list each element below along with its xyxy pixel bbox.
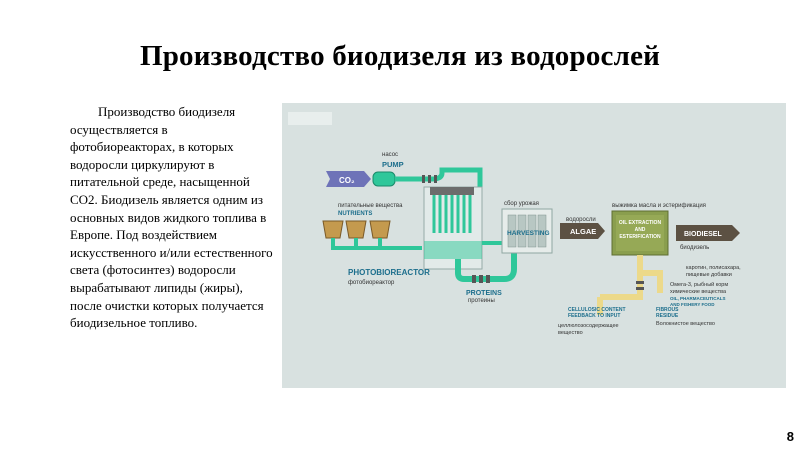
biodiesel-group: BIODIESEL биодизель: [676, 225, 740, 251]
nutrient-tank: [345, 220, 367, 239]
coupling: [636, 281, 644, 284]
cellulosic-label-en: CELLULOSIC CONTENT: [568, 307, 626, 313]
algae-label-ru: водоросли: [566, 217, 596, 223]
fibrous-label-ru: Волокнистое вещество: [656, 321, 715, 327]
omega-label-ru: Омега-3, рыбный корм: [670, 281, 728, 288]
fibrous-label-en: FIBROUS: [656, 307, 679, 313]
pump-pipe: [395, 167, 483, 187]
residue-pipe: [600, 255, 643, 300]
proteins-label-ru: протеины: [468, 298, 495, 304]
harvesting-columns: [507, 214, 547, 248]
pump-label-ru: насос: [382, 152, 398, 158]
coupling: [472, 275, 476, 283]
co2-arrow: [326, 171, 371, 187]
coproducts-group: каротин, полисахара, пищевые добавки Оме…: [670, 265, 741, 307]
oil-extraction-label-en: ESTERIFICATION: [619, 234, 661, 240]
nutrient-tank: [322, 220, 344, 239]
pump-label-en: PUMP: [382, 160, 404, 169]
harvesting-group: сбор урожая HARVESTING: [482, 201, 553, 254]
proteins-label-en: PROTEINS: [466, 290, 502, 297]
residue-group: CELLULOSIC CONTENT FEEDBACK TO INPUT цел…: [558, 255, 715, 336]
photobioreactor-label-ru: фотобиореактор: [348, 280, 395, 286]
biodiesel-label-ru: биодизель: [680, 245, 709, 251]
diagram-logo-placeholder: [288, 112, 332, 125]
reactor-top: [430, 187, 474, 195]
harvesting-label-ru: сбор урожая: [504, 201, 539, 207]
fibrous-label-en: RESIDUE: [656, 313, 679, 319]
proteins-pipe: [455, 253, 517, 282]
photobioreactor: PHOTOBIOREACTOR фотобиореактор: [348, 186, 483, 286]
co2-label: CO₂: [339, 176, 355, 185]
omega-label-ru: химические вещества: [670, 289, 727, 295]
pump-body: [372, 171, 396, 187]
nutrient-tank: [369, 220, 391, 239]
cellulosic-label-ru: целлюлозосодержащее: [558, 323, 619, 329]
pipe-couplings: [422, 175, 437, 183]
algae-group: водоросли ALGAE: [560, 217, 605, 239]
page-number: 8: [786, 429, 794, 444]
reactor-tubes: [432, 195, 472, 233]
biodiesel-arrow: [676, 225, 740, 241]
biodiesel-process-diagram: насос PUMP CO₂ питательные вещества NUTR…: [282, 103, 786, 388]
coupling: [479, 275, 483, 283]
oil-extraction-label-en: AND: [635, 227, 646, 233]
omega-label-en: OIL, PHARMACEUTICALS: [670, 296, 726, 301]
pump-group: насос PUMP: [372, 152, 483, 187]
oil-extraction-label-en: OIL EXTRACTION: [619, 220, 662, 226]
oil-extraction-group: выжимка масла и эстерификация OIL EXTRAC…: [611, 203, 706, 256]
biodiesel-label-en: BIODIESEL: [684, 231, 722, 238]
coproducts-label-ru: каротин, полисахара,: [686, 265, 741, 271]
co2-input: CO₂: [326, 171, 371, 187]
slide-title: Производство биодизеля из водорослей: [139, 40, 661, 72]
oil-extraction-texture: [616, 215, 664, 251]
coproduct-pipe: [640, 270, 663, 293]
cellulosic-label-ru: вещество: [558, 330, 583, 336]
harvesting-label-en: HARVESTING: [507, 230, 550, 237]
coupling: [486, 275, 490, 283]
algae-arrow: [560, 223, 605, 239]
proteins-group: PROTEINS протеины: [455, 253, 517, 304]
oil-extraction-label-ru: выжимка масла и эстерификация: [612, 203, 706, 209]
reactor-liquid: [424, 241, 482, 259]
body-paragraph: Производство биодизеля осуществляется в …: [70, 104, 273, 331]
coupling: [636, 287, 644, 290]
nutrient-pipe: [331, 238, 422, 250]
algae-label-en: ALGAE: [570, 227, 596, 236]
cellulosic-label-en: FEEDBACK TO INPUT: [568, 313, 620, 319]
photobioreactor-label-en: PHOTOBIOREACTOR: [348, 268, 430, 277]
slide-body-text: Производство биодизеля осуществляется в …: [70, 103, 275, 332]
nutrients-label-ru: питательные вещества: [338, 203, 403, 209]
omega-label-en: AND FISHERY FOOD: [670, 302, 715, 307]
coproducts-label-ru: пищевые добавки: [686, 272, 732, 278]
nutrients-label-en: NUTRIENTS: [338, 211, 372, 217]
nutrients-group: питательные вещества NUTRIENTS: [322, 203, 422, 250]
